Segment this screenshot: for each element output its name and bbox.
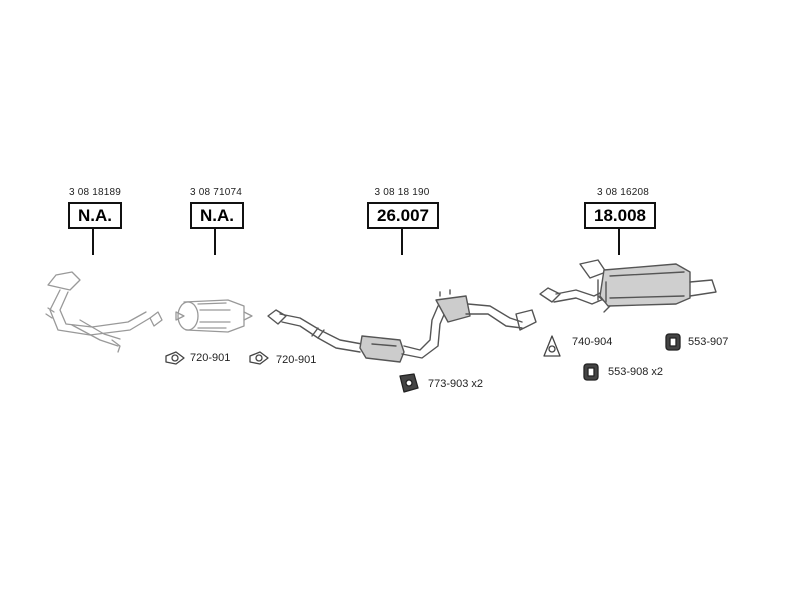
- accessory-label[interactable]: 553-907: [688, 336, 729, 348]
- leader-line: [401, 229, 403, 255]
- accessory-label[interactable]: 740-904: [572, 336, 613, 348]
- catalyst-part: [175, 299, 253, 333]
- ref-number-rear-muffler: 3 08 16208: [596, 187, 650, 198]
- accessory-label[interactable]: 773-903 x2: [428, 378, 484, 390]
- rear-muffler-part: [539, 259, 717, 313]
- code-box-rear-muffler[interactable]: 18.008: [584, 202, 656, 229]
- ref-number-center-pipe: 3 08 18 190: [374, 187, 430, 198]
- code-box-catalyst[interactable]: N.A.: [190, 202, 244, 229]
- accessory-label[interactable]: 553-908 x2: [608, 366, 664, 378]
- leader-line: [92, 229, 94, 255]
- rubber-hanger-icon: [399, 373, 419, 393]
- ref-number-catalyst: 3 08 71074: [189, 187, 243, 198]
- code-box-center-pipe[interactable]: 26.007: [367, 202, 439, 229]
- center-pipe-part: [267, 289, 537, 363]
- rubber-mount-icon: [583, 363, 599, 381]
- accessory-label[interactable]: 720-901: [276, 354, 317, 366]
- leader-line: [618, 229, 620, 255]
- code-box-front-pipe[interactable]: N.A.: [68, 202, 122, 229]
- leader-line: [214, 229, 216, 255]
- ref-number-front-pipe: 3 08 18189: [68, 187, 122, 198]
- gasket-icon: [165, 351, 185, 365]
- triangular-gasket-icon: [543, 335, 561, 357]
- gasket-icon: [249, 351, 269, 365]
- rubber-mount-icon: [665, 333, 681, 351]
- accessory-label[interactable]: 720-901: [190, 352, 231, 364]
- front-pipe-part: [45, 271, 163, 353]
